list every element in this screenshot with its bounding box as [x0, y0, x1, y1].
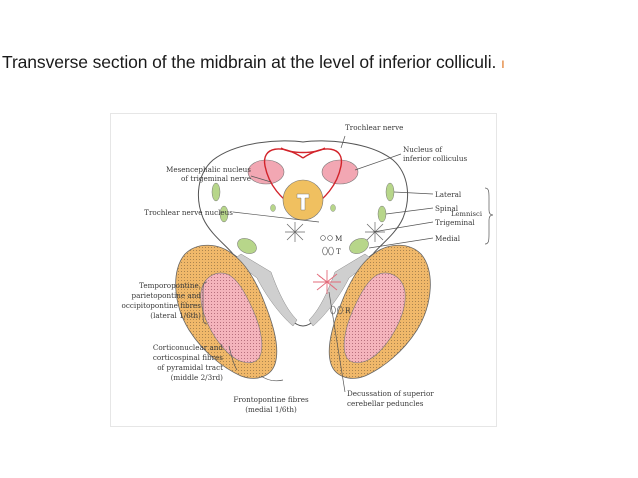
page-title: Transverse section of the midbrain at th…	[2, 52, 505, 73]
label-lateral: Lateral	[435, 190, 462, 199]
label-m: M	[335, 234, 342, 243]
title-text: Transverse section of the midbrain at th…	[2, 52, 497, 72]
leader-lateral	[393, 191, 434, 195]
label-t2: T	[336, 247, 341, 256]
nucleus-oval-2	[328, 246, 334, 256]
label-inferior-colliculus-1: Nucleus of	[403, 145, 443, 154]
label-trochlear-nucleus: Trochlear nerve nucleus	[144, 208, 233, 217]
bracket-temporo	[202, 281, 208, 325]
label-spinal: Spinal	[435, 204, 459, 213]
label-lemnisci: Lemnisci	[451, 210, 483, 218]
lemniscus-spinal-right	[377, 205, 387, 223]
label-fronto-2: (medial 1/6th)	[245, 405, 297, 414]
label-temporo-2: parietopontine and	[131, 291, 201, 300]
label-trochlear-nerve: Trochlear nerve	[345, 123, 403, 132]
leader-inferior-colliculus	[354, 153, 402, 171]
label-cortico-2: corticospinal fibres	[153, 353, 223, 362]
leader-spinal	[385, 207, 434, 215]
nucleus-circle-1	[320, 235, 326, 241]
leader-trochlear-nerve	[340, 135, 346, 149]
label-temporo-1: Temporopontine,	[139, 281, 201, 290]
label-cortico-4: (middle 2/3rd)	[171, 373, 224, 382]
label-cortico-1: Corticonuclear and	[153, 343, 224, 352]
crus-right-inner-dots	[344, 272, 406, 363]
nucleus-oval-1	[322, 246, 328, 256]
trochlear-fibre-crossing	[280, 147, 326, 154]
midbrain-svg: T M T R T Trochlear nerv	[122, 123, 494, 414]
small-nucleus-right	[330, 204, 336, 212]
title-mark: ı	[501, 55, 505, 71]
lemniscus-medial-right	[349, 238, 369, 254]
midbrain-outline	[197, 140, 409, 327]
leader-medial	[368, 237, 434, 249]
label-trigeminal: Trigeminal	[435, 218, 475, 227]
label-temporo-4: (lateral 1/6th)	[150, 311, 201, 320]
nucleus-o2	[337, 305, 343, 315]
leader-trigeminal	[372, 221, 434, 233]
label-fronto-1: Frontopontine fibres	[233, 395, 309, 404]
leader-decussation	[328, 291, 346, 393]
label-mesencephalic-1: Mesencephalic nucleus	[166, 165, 251, 174]
bracket-fronto	[260, 375, 284, 382]
nucleus-circle-2	[327, 235, 333, 241]
label-mesencephalic-2: of trigeminal nerve	[181, 174, 251, 183]
label-inferior-colliculus-2: inferior colliculus	[403, 154, 467, 163]
leader-mesencephalic	[250, 175, 272, 183]
reticular-star-left	[285, 222, 305, 242]
label-decussation-1: Decussation of superior	[347, 389, 434, 398]
label-t: T	[340, 196, 347, 206]
decussation-cross	[313, 270, 341, 294]
bracket-lemnisci	[484, 187, 494, 245]
small-nucleus-left	[270, 204, 276, 212]
label-cortico-3: of pyramidal tract	[157, 363, 223, 372]
bracket-cortico	[228, 345, 238, 371]
label-r: R	[345, 306, 351, 315]
nucleus-o	[330, 305, 336, 315]
label-temporo-3: occipitopontine fibres	[122, 301, 202, 310]
aqueduct	[296, 193, 310, 211]
label-decussation-2: cerebellar peduncles	[347, 399, 424, 408]
lemniscus-lateral-left	[211, 182, 221, 202]
lemniscus-lateral-right	[385, 182, 395, 202]
midbrain-diagram: T M T R T Trochlear nerv	[110, 113, 497, 427]
label-medial: Medial	[435, 234, 461, 243]
crus-left-inner-dots	[200, 272, 262, 363]
lemniscus-medial-left	[237, 238, 257, 254]
lemniscus-spinal-left	[219, 205, 229, 223]
leader-trochlear-nucleus	[232, 211, 320, 223]
